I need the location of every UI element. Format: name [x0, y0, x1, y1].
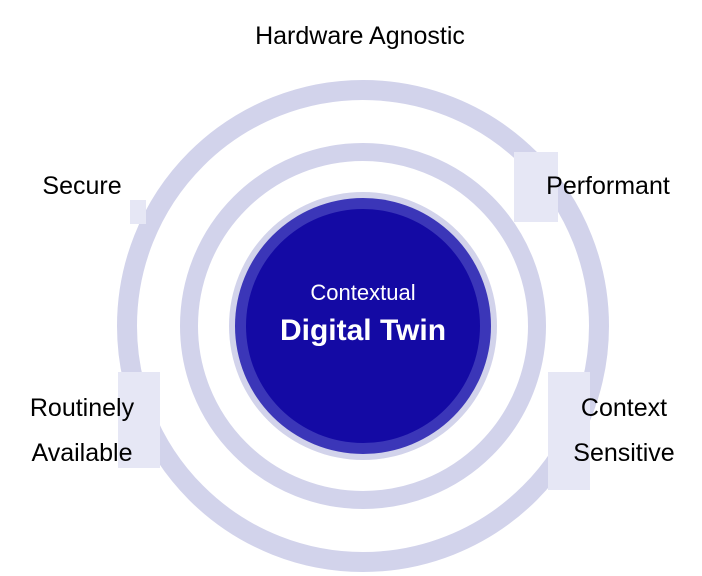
middle-ring: [180, 143, 546, 509]
label-performant: Performant: [546, 172, 670, 200]
label-context-sensitive-line1: Context: [580, 394, 668, 422]
center-title: Digital Twin: [280, 314, 446, 347]
label-routinely-available-line1: Routinely: [29, 394, 135, 422]
center-subtitle: Contextual: [310, 280, 415, 305]
outer-ring-notch-upper-left: [130, 200, 146, 224]
core-circle: [246, 209, 480, 443]
outer-ring-notch-upper-right: [514, 152, 558, 222]
outer-ring-notch-lower-left: [118, 372, 160, 468]
outer-ring-notch-lower-right: [548, 372, 590, 490]
outer-ring: [117, 80, 609, 572]
label-context-sensitive: Context Sensitive: [554, 386, 694, 476]
label-hardware-agnostic: Hardware Agnostic: [255, 22, 465, 50]
label-context-sensitive-line2: Sensitive: [573, 439, 675, 467]
label-routinely-available: Routinely Available: [12, 386, 152, 476]
label-secure: Secure: [42, 172, 122, 200]
label-routinely-available-line2: Available: [31, 439, 133, 467]
